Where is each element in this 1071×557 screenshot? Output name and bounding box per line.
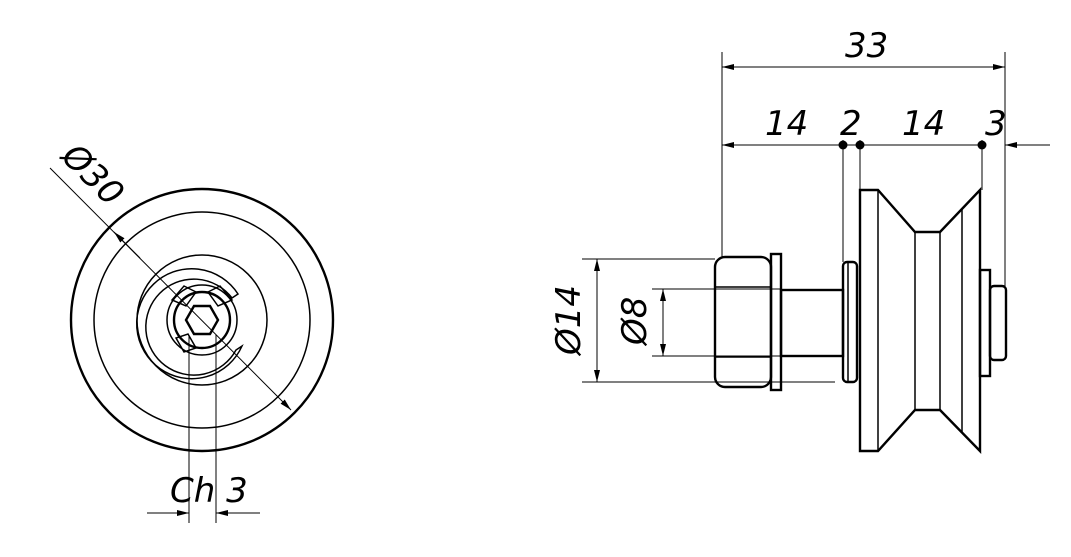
wheel-outer-circle [69,187,335,453]
hex-nut [713,255,773,389]
chamfer-label: Ch 3 [170,471,248,511]
inner-diameter-label: Ø8 [615,297,655,347]
v-groove-wheel [858,187,982,454]
nut-circle [172,290,232,350]
diameter-label: Ø30 [52,135,131,214]
front-view: Ø30 Ch 3 [49,135,335,523]
wheel-groove-circle [93,211,311,429]
retaining-clip [135,267,244,380]
outer-diameter-label: Ø14 [549,285,589,357]
washer [769,252,783,392]
spacer [841,260,859,384]
clip-lug-bottom [174,333,198,353]
overall-length-label: 33 [845,26,888,66]
segment-3-label: 14 [902,104,945,144]
dim-dot-3 [977,140,987,150]
diameter-arrow-start [113,231,141,259]
clip-lug-left [170,285,198,307]
dim-dot-2 [855,140,865,150]
dim-dot-1 [838,140,848,150]
clip-lug-right [206,285,234,307]
shaft-tip [988,284,1008,362]
shaft [779,288,845,358]
hex-socket [184,304,220,336]
side-view: 33 14 2 14 3 Ø14 Ø8 [549,26,1050,454]
segment-2-label: 2 [840,104,862,144]
shaft-end [978,268,992,378]
diameter-leader [49,167,292,411]
segment-4-label: 3 [985,104,1007,144]
washer-circle [166,284,238,356]
segment-1-label: 14 [765,104,808,144]
